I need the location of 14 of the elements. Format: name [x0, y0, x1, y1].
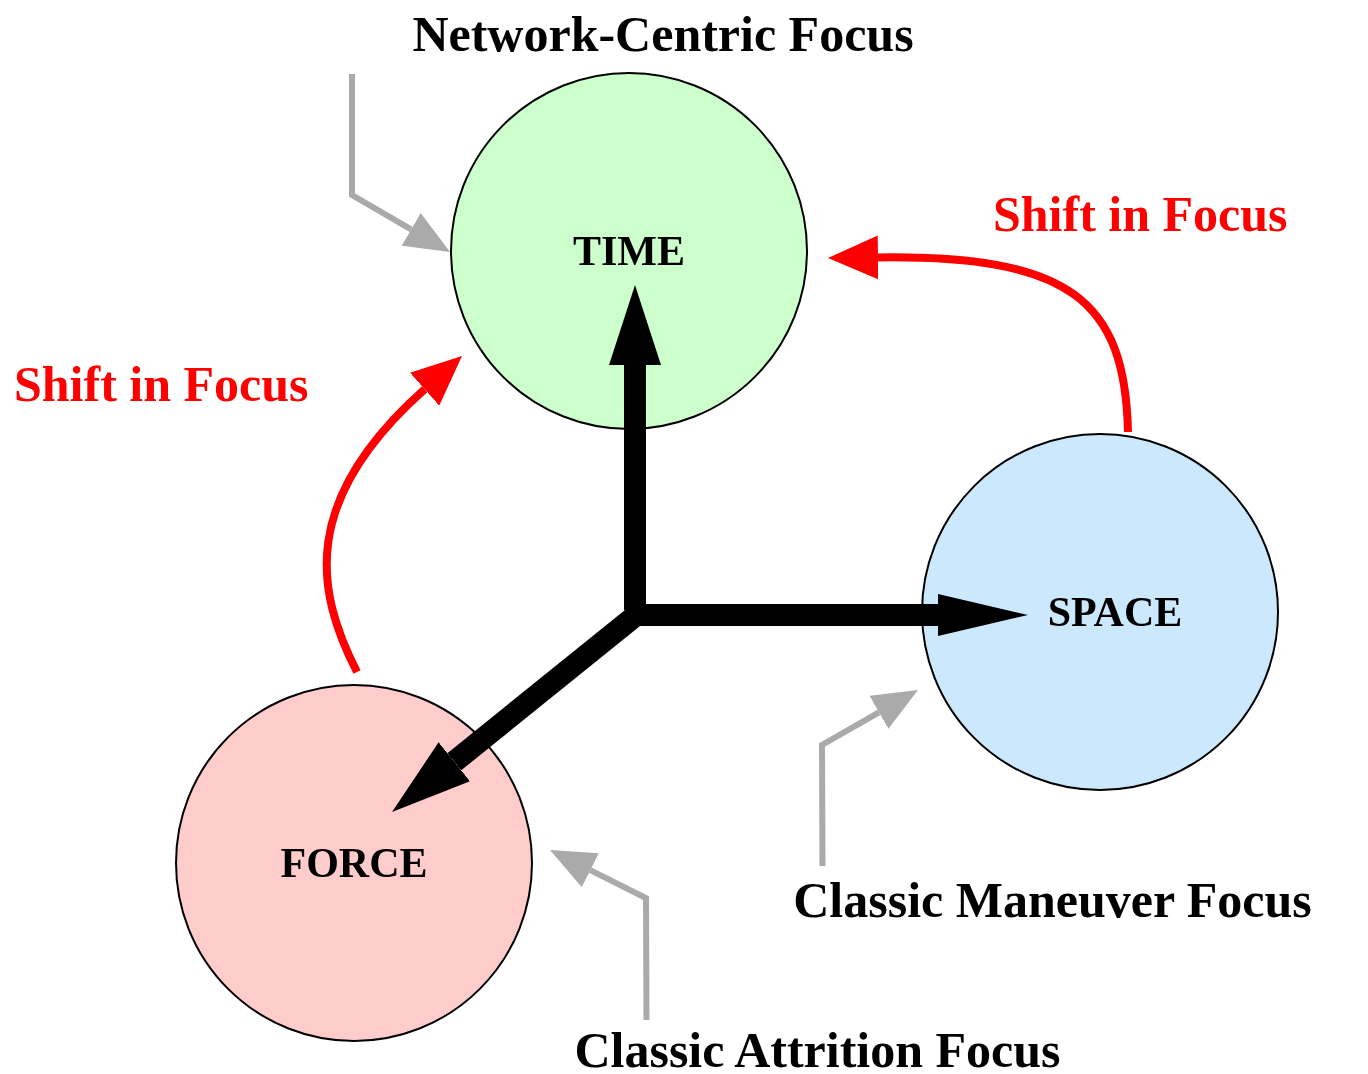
node-label: FORCE: [280, 839, 428, 887]
axis-arrow: [609, 285, 661, 610]
curved-arrow: [828, 235, 1132, 433]
curved-arrow: [322, 354, 461, 674]
leader-line: [550, 850, 650, 1020]
node-label: TIME: [573, 227, 685, 275]
leader-line: [349, 74, 450, 252]
node-label: SPACE: [1047, 588, 1183, 636]
edge-label: Shift in Focus: [14, 355, 309, 413]
callout-label: Classic Maneuver Focus: [793, 871, 1312, 929]
edge-label: Shift in Focus: [993, 185, 1288, 243]
callout-label: Network-Centric Focus: [412, 5, 914, 63]
leader-line: [819, 690, 918, 866]
callout-label: Classic Attrition Focus: [574, 1021, 1061, 1074]
